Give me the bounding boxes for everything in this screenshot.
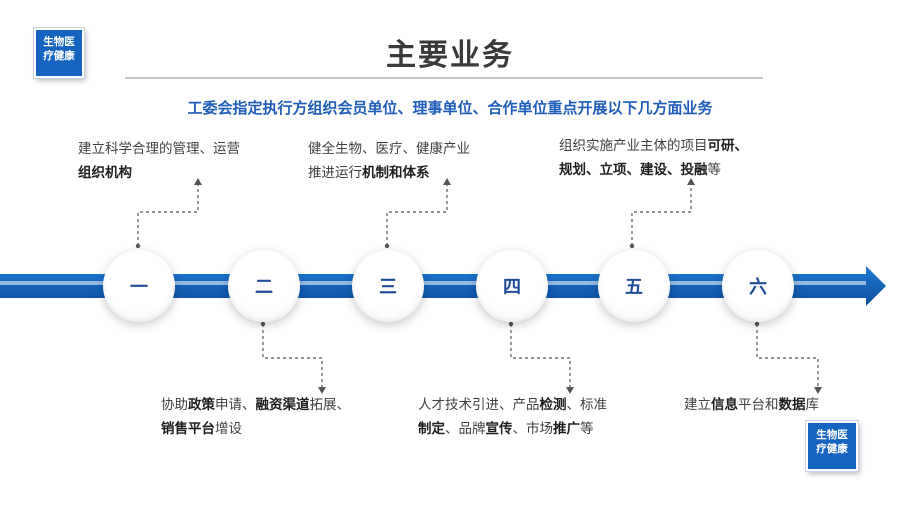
timeline-node-2: 二 — [228, 250, 300, 322]
connector-6 — [756, 324, 819, 388]
note-1: 建立科学合理的管理、运营 组织机构 — [78, 141, 240, 181]
timeline-node-6: 六 — [722, 250, 794, 322]
logo-line-2: 疗健康 — [816, 443, 848, 455]
logo-line-1: 生物医 — [43, 36, 75, 48]
logo-line-2: 疗健康 — [43, 50, 75, 62]
connector-arrowhead-3 — [443, 178, 451, 185]
timeline-node-3: 三 — [352, 250, 424, 322]
logo-badge-bottom: 生物医 疗健康 — [806, 421, 858, 471]
note-2: 协助政策申请、融资渠道拓展、 销售平台增设 — [161, 397, 350, 437]
note-5: 组织实施产业主体的项目可研、 规划、立项、建设、投融等 — [559, 138, 748, 178]
note-3: 健全生物、医疗、健康产业 推进运行机制和体系 — [308, 141, 470, 181]
connector-arrowhead-6 — [814, 387, 822, 394]
connector-2 — [262, 324, 323, 388]
timeline-arrow-highlight — [0, 281, 866, 285]
logo-badge-top: 生物医 疗健康 — [34, 28, 84, 78]
connector-arrowhead-2 — [318, 387, 326, 394]
logo-line-1: 生物医 — [816, 429, 848, 441]
connector-5 — [631, 184, 692, 246]
page-title: 主要业务 — [386, 38, 514, 73]
note-4: 人才技术引进、产品检测、标准 制定、品牌宣传、市场推广等 — [418, 397, 607, 437]
connector-arrowhead-1 — [194, 178, 202, 185]
timeline-node-4: 四 — [476, 250, 548, 322]
connector-1 — [137, 184, 199, 246]
connector-3 — [386, 184, 448, 246]
timeline-node-1: 一 — [103, 250, 175, 322]
connector-dot-5 — [629, 243, 635, 249]
connector-dot-2 — [260, 321, 266, 327]
connector-dot-1 — [135, 243, 141, 249]
connector-dot-4 — [508, 321, 514, 327]
page-subtitle: 工委会指定执行方组织会员单位、理事单位、合作单位重点开展以下几方面业务 — [187, 99, 713, 117]
connector-dot-6 — [754, 321, 760, 327]
connector-arrowhead-5 — [687, 178, 695, 185]
title-divider — [125, 77, 763, 79]
timeline-node-5: 五 — [598, 250, 670, 322]
connector-4 — [510, 324, 571, 388]
connector-dot-3 — [384, 243, 390, 249]
connector-arrowhead-4 — [566, 387, 574, 394]
note-6: 建立信息平台和数据库 — [684, 397, 819, 413]
